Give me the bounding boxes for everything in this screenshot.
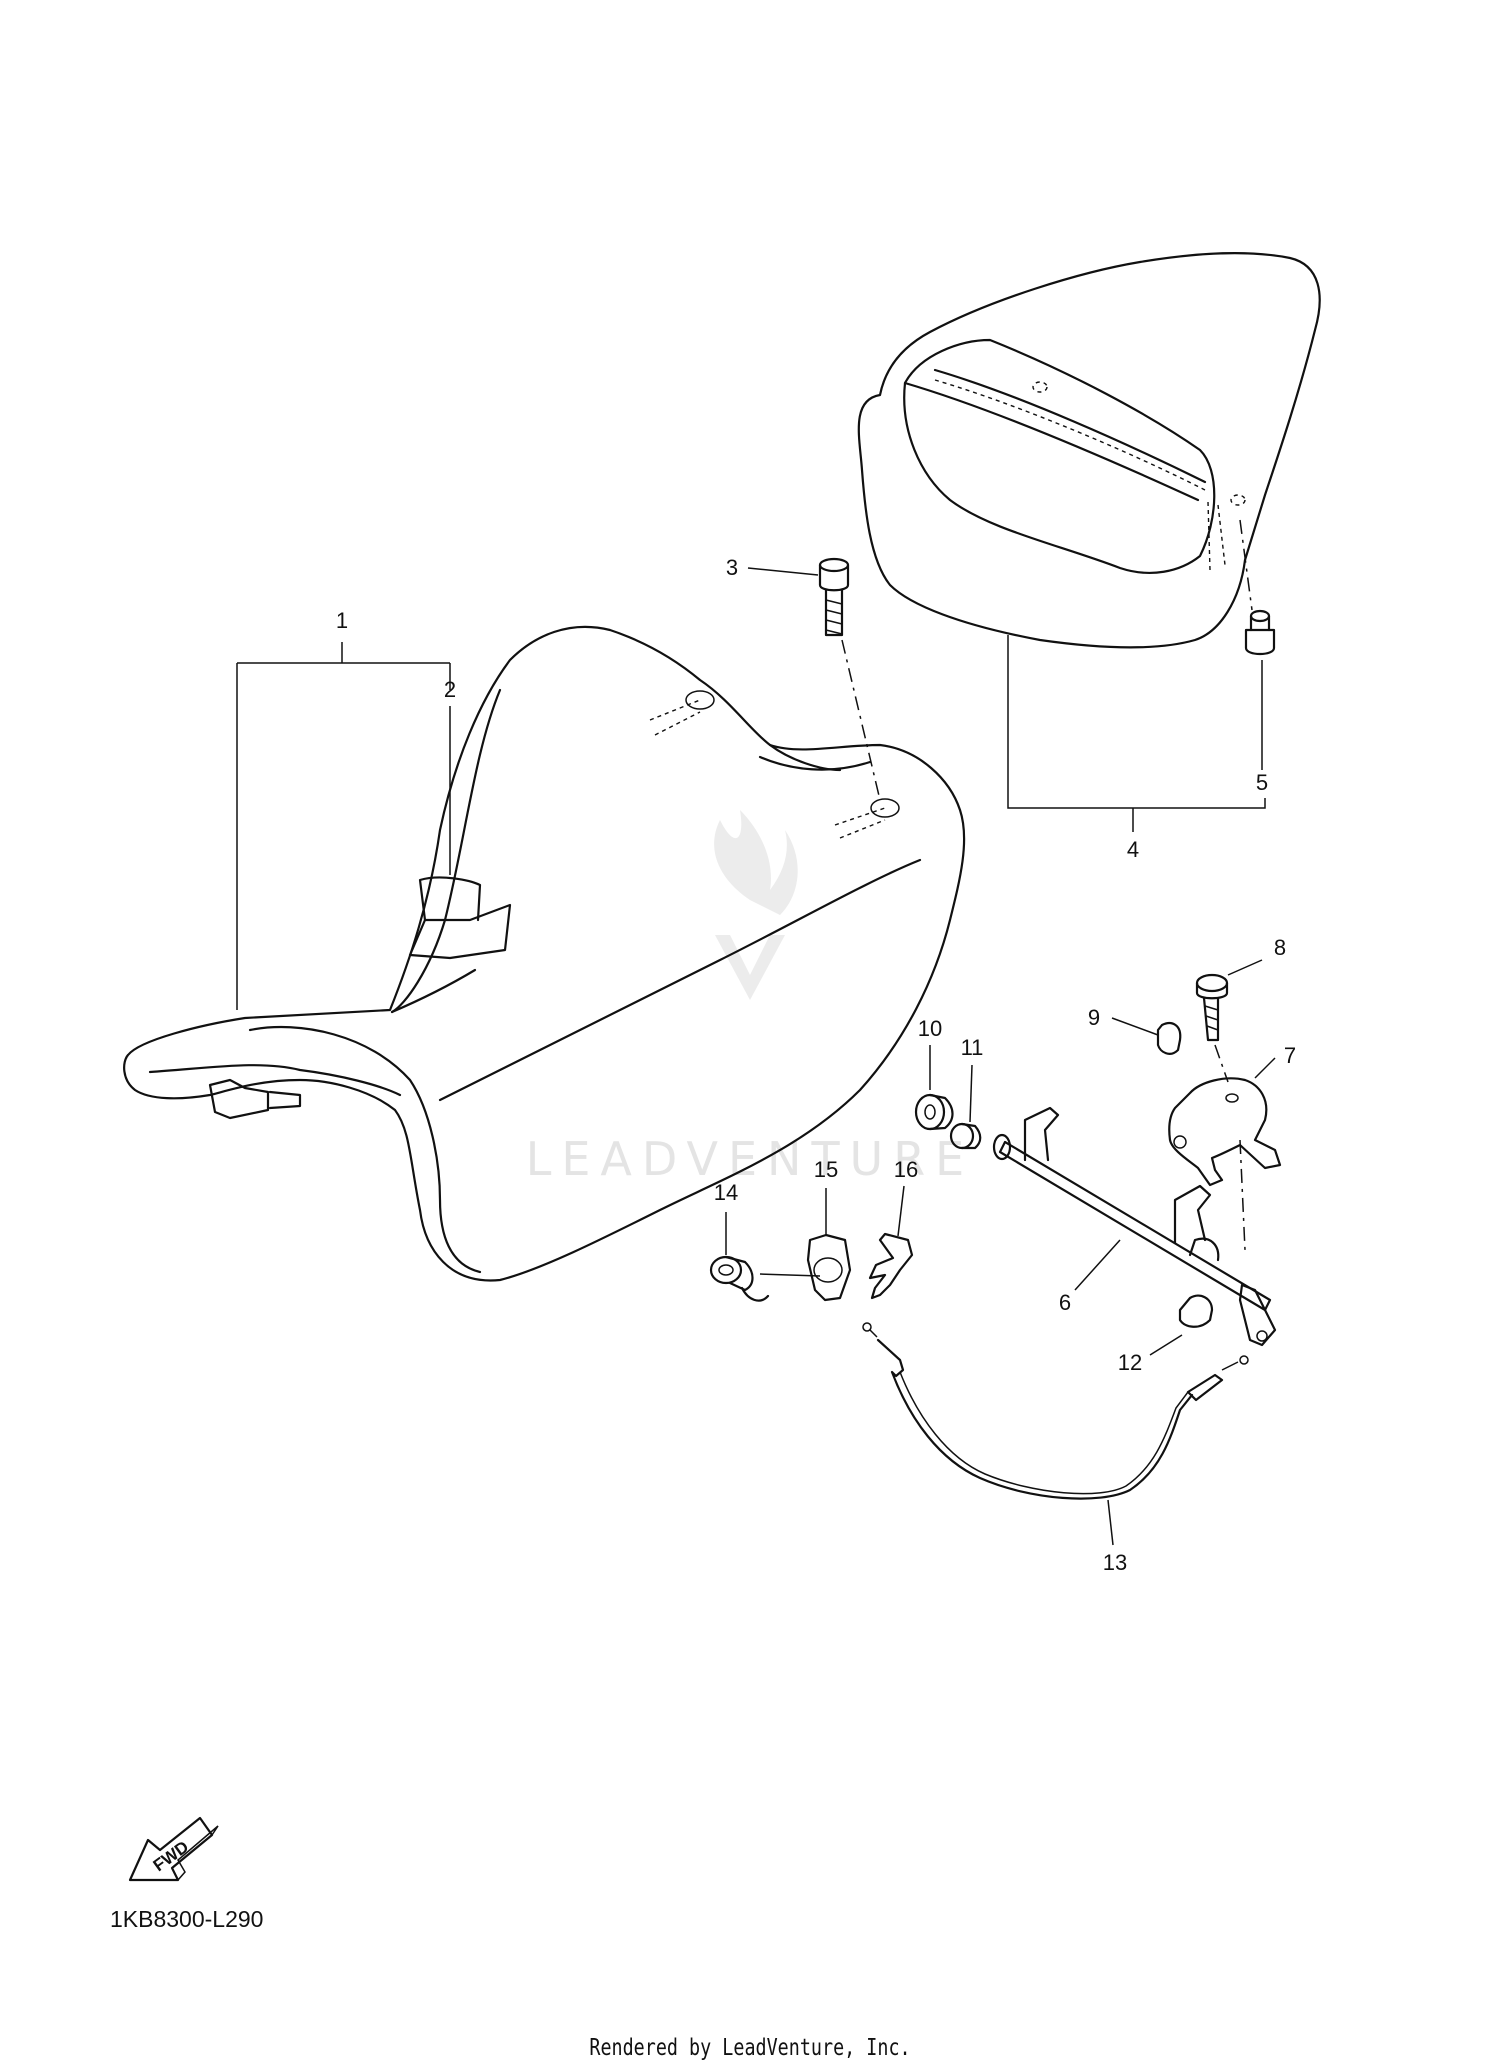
callout-number-11: 11 — [961, 1035, 984, 1060]
lock-part-14: 14 — [709, 1180, 821, 1302]
callout-number-14: 14 — [714, 1180, 738, 1205]
callout-number-9: 9 — [1088, 1005, 1100, 1030]
rod-part-6: 6 — [992, 1106, 1277, 1347]
fwd-arrow-icon: FWD — [128, 1816, 219, 1882]
callout-number-10: 10 — [918, 1016, 942, 1041]
collar-part-11: 11 — [949, 1035, 984, 1150]
cap-part-5: 5 — [1239, 519, 1276, 795]
front-seat-part-1 — [123, 625, 966, 1282]
callout-2: 2 — [444, 677, 456, 875]
bolt-part-8: 8 — [1195, 935, 1286, 1083]
diagram-code: 1KB8300-L290 — [110, 1906, 264, 1932]
collar-part-9: 9 — [1088, 1005, 1182, 1055]
callout-number-12: 12 — [1118, 1350, 1142, 1375]
callout-number-3: 3 — [726, 555, 738, 580]
cable-part-13: 13 — [862, 1322, 1249, 1575]
bracket-part-7: 7 — [1168, 1043, 1296, 1187]
callout-number-4: 4 — [1127, 837, 1139, 862]
callout-number-1: 1 — [336, 608, 348, 633]
callout-number-7: 7 — [1284, 1043, 1296, 1068]
grommet-part-10: 10 — [914, 1016, 954, 1131]
callout-number-2: 2 — [444, 677, 456, 702]
callout-1: 1 — [236, 608, 451, 1010]
callout-number-13: 13 — [1103, 1550, 1127, 1575]
fwd-label: FWD — [150, 1837, 192, 1875]
callout-number-8: 8 — [1274, 935, 1286, 960]
callout-number-5: 5 — [1256, 770, 1268, 795]
callout-number-16: 16 — [894, 1157, 918, 1182]
clip-part-16: 16 — [868, 1157, 918, 1300]
clip-part-12: 12 — [1118, 1294, 1214, 1375]
callout-number-15: 15 — [814, 1157, 838, 1182]
bolt-part-3: 3 — [726, 555, 881, 801]
watermark-text: LEADVENTURE — [526, 1132, 975, 1186]
watermark-logo-icon — [714, 810, 798, 1000]
plate-part-15: 15 — [806, 1157, 852, 1302]
footer-credit: Rendered by LeadVenture, Inc. — [589, 2035, 911, 2061]
callout-number-6: 6 — [1059, 1290, 1071, 1315]
callout-4: 4 — [1007, 635, 1266, 862]
rear-seat-part-4 — [857, 251, 1321, 649]
